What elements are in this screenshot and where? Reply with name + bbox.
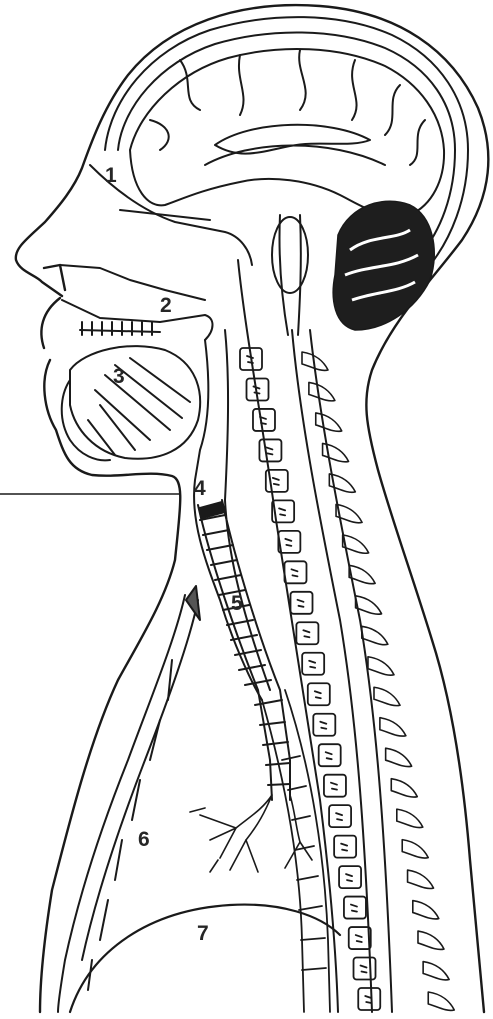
vertebra: [334, 836, 356, 858]
vertebra: [296, 622, 318, 644]
vertebra-marking: [279, 508, 285, 515]
label-2: 2: [160, 294, 172, 317]
label-7: 7: [197, 922, 209, 945]
vertebra-marking: [266, 447, 272, 454]
label-1-text: 1: [105, 164, 117, 187]
vertebra-marking: [346, 874, 352, 881]
vertebra: [339, 866, 361, 888]
vertebra: [259, 439, 281, 461]
bronchi: [190, 795, 312, 872]
vertebra-marking: [351, 905, 357, 912]
spinous-process: [423, 962, 449, 980]
spinous-process: [391, 779, 417, 797]
spinous-process: [309, 382, 335, 400]
label-4-text: 4: [194, 477, 206, 500]
label-1: 1: [105, 164, 117, 187]
spinous-process: [302, 352, 328, 370]
vertebra-marking: [309, 661, 315, 668]
spinous-process: [356, 596, 382, 614]
tongue: [62, 346, 200, 460]
vertebra-marking: [291, 569, 297, 576]
spinous-process: [386, 748, 412, 766]
label-6: 6: [138, 828, 150, 851]
brainstem: [272, 215, 308, 335]
cerebellum: [333, 201, 434, 330]
spinous-process: [418, 931, 444, 949]
vertebra: [349, 927, 371, 949]
label-3: 3: [113, 365, 125, 388]
vertebra: [308, 683, 330, 705]
spinous-process: [408, 870, 434, 888]
spinous-process: [362, 626, 388, 644]
label-3-text: 3: [113, 365, 125, 388]
palate: [62, 300, 213, 340]
spinous-process: [428, 992, 454, 1010]
spinous-process: [402, 840, 428, 858]
spinous-process: [316, 413, 342, 431]
vertebra-marking: [315, 691, 321, 698]
vertebral-column: [240, 348, 380, 1010]
spinous-process: [397, 809, 423, 827]
vertebra-marking: [273, 478, 279, 485]
cerebrum: [130, 49, 444, 217]
spinous-process: [380, 718, 406, 736]
vertebra: [329, 805, 351, 827]
vertebra-marking: [326, 752, 332, 759]
spinous-process: [368, 657, 394, 675]
label-5-text: 5: [231, 592, 243, 615]
vertebra: [313, 714, 335, 736]
vertebra-marking: [341, 844, 347, 851]
vertebra-marking: [331, 783, 337, 790]
label-6-text: 6: [138, 828, 150, 851]
vertebra: [354, 958, 376, 980]
vertebra-marking: [320, 722, 326, 729]
vertebra: [324, 775, 346, 797]
vertebra: [319, 744, 341, 766]
vertebra: [358, 988, 380, 1010]
vertebra-marking: [298, 600, 304, 607]
vertebra-marking: [336, 813, 342, 820]
label-7-text: 7: [197, 922, 209, 945]
vertebra-marking: [361, 966, 367, 973]
vertebra-marking: [365, 996, 371, 1003]
vertebra: [284, 561, 306, 583]
esophagus: [262, 690, 330, 1012]
spinous-processes: [302, 352, 454, 1010]
label-4: 4: [194, 477, 206, 500]
vertebra: [302, 653, 324, 675]
label-5: 5: [231, 592, 243, 615]
vertebra-marking: [285, 539, 291, 546]
vertebra-marking: [356, 935, 362, 942]
vertebra: [278, 531, 300, 553]
vertebra: [344, 897, 366, 919]
vertebra: [291, 592, 313, 614]
vertebra: [253, 409, 275, 431]
chest-wall: [58, 586, 200, 1012]
spinous-process: [374, 687, 400, 705]
diaphragm: [70, 905, 340, 1012]
vertebra-marking: [303, 630, 309, 637]
spinous-process: [413, 901, 439, 919]
label-2-text: 2: [160, 294, 172, 317]
